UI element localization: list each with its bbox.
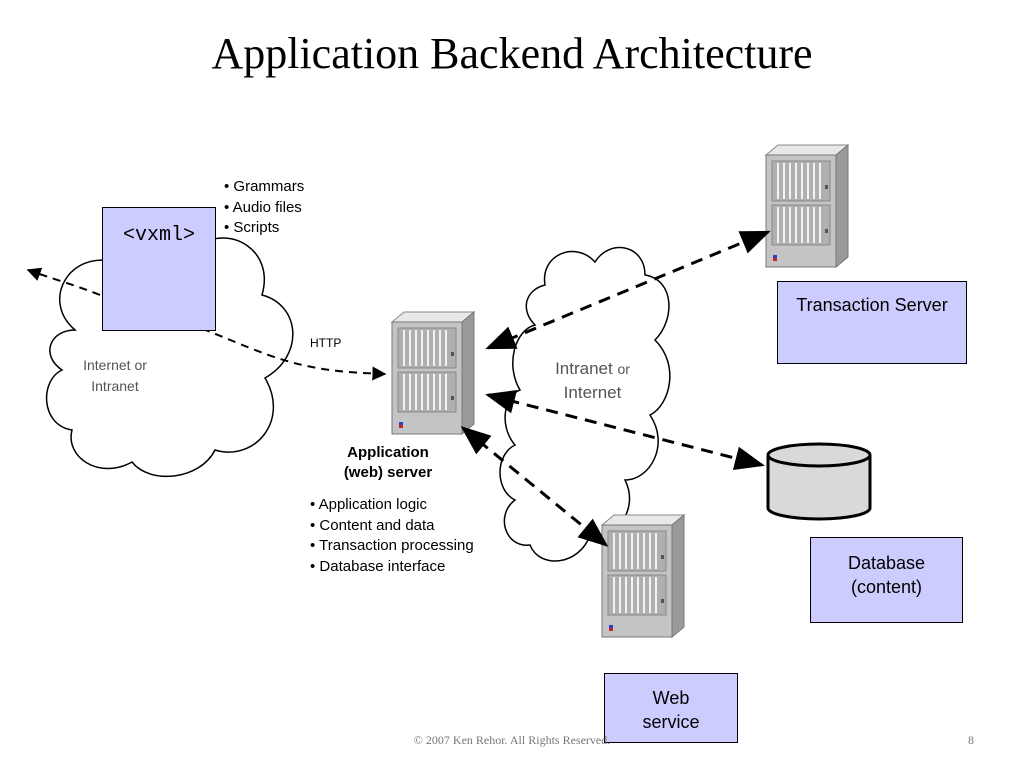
transaction-server-icon [765, 144, 849, 268]
vxml-document: <vxml> [102, 207, 216, 331]
list-item: Database interface [310, 557, 474, 578]
database-box: Database (content) [810, 537, 963, 623]
left-cloud-label: Internet or Intranet [83, 357, 147, 394]
app-to-webservice-line [460, 426, 609, 547]
app-to-database-line [485, 390, 765, 470]
list-item: Transaction processing [310, 536, 474, 557]
page-number: 8 [968, 733, 974, 747]
http-label: HTTP [310, 336, 342, 350]
web-service-server-icon [601, 514, 685, 638]
web-service-box: Web service [604, 673, 738, 743]
list-item: Audio files [224, 198, 304, 219]
database-cylinder-icon [766, 442, 872, 521]
list-item: Grammars [224, 177, 304, 198]
list-item: Content and data [310, 516, 474, 537]
list-item: Scripts [224, 218, 304, 239]
right-cloud-label: Intranet or Internet [555, 359, 630, 402]
internet-outbound-line [26, 267, 101, 296]
document-resources-list: Grammars Audio files Scripts [224, 177, 305, 239]
copyright-footer: © 2007 Ken Rehor. All Rights Reserved. [413, 733, 611, 747]
application-server-icon [391, 311, 475, 435]
list-item: Application logic [310, 495, 474, 516]
transaction-server-box: Transaction Server [777, 281, 967, 364]
app-to-transaction-line [485, 230, 771, 350]
slide-title: Application Backend Architecture [211, 29, 813, 78]
app-server-roles-list: Application logic Content and data Trans… [310, 495, 474, 577]
application-server-label: Application (web) server [343, 444, 433, 481]
